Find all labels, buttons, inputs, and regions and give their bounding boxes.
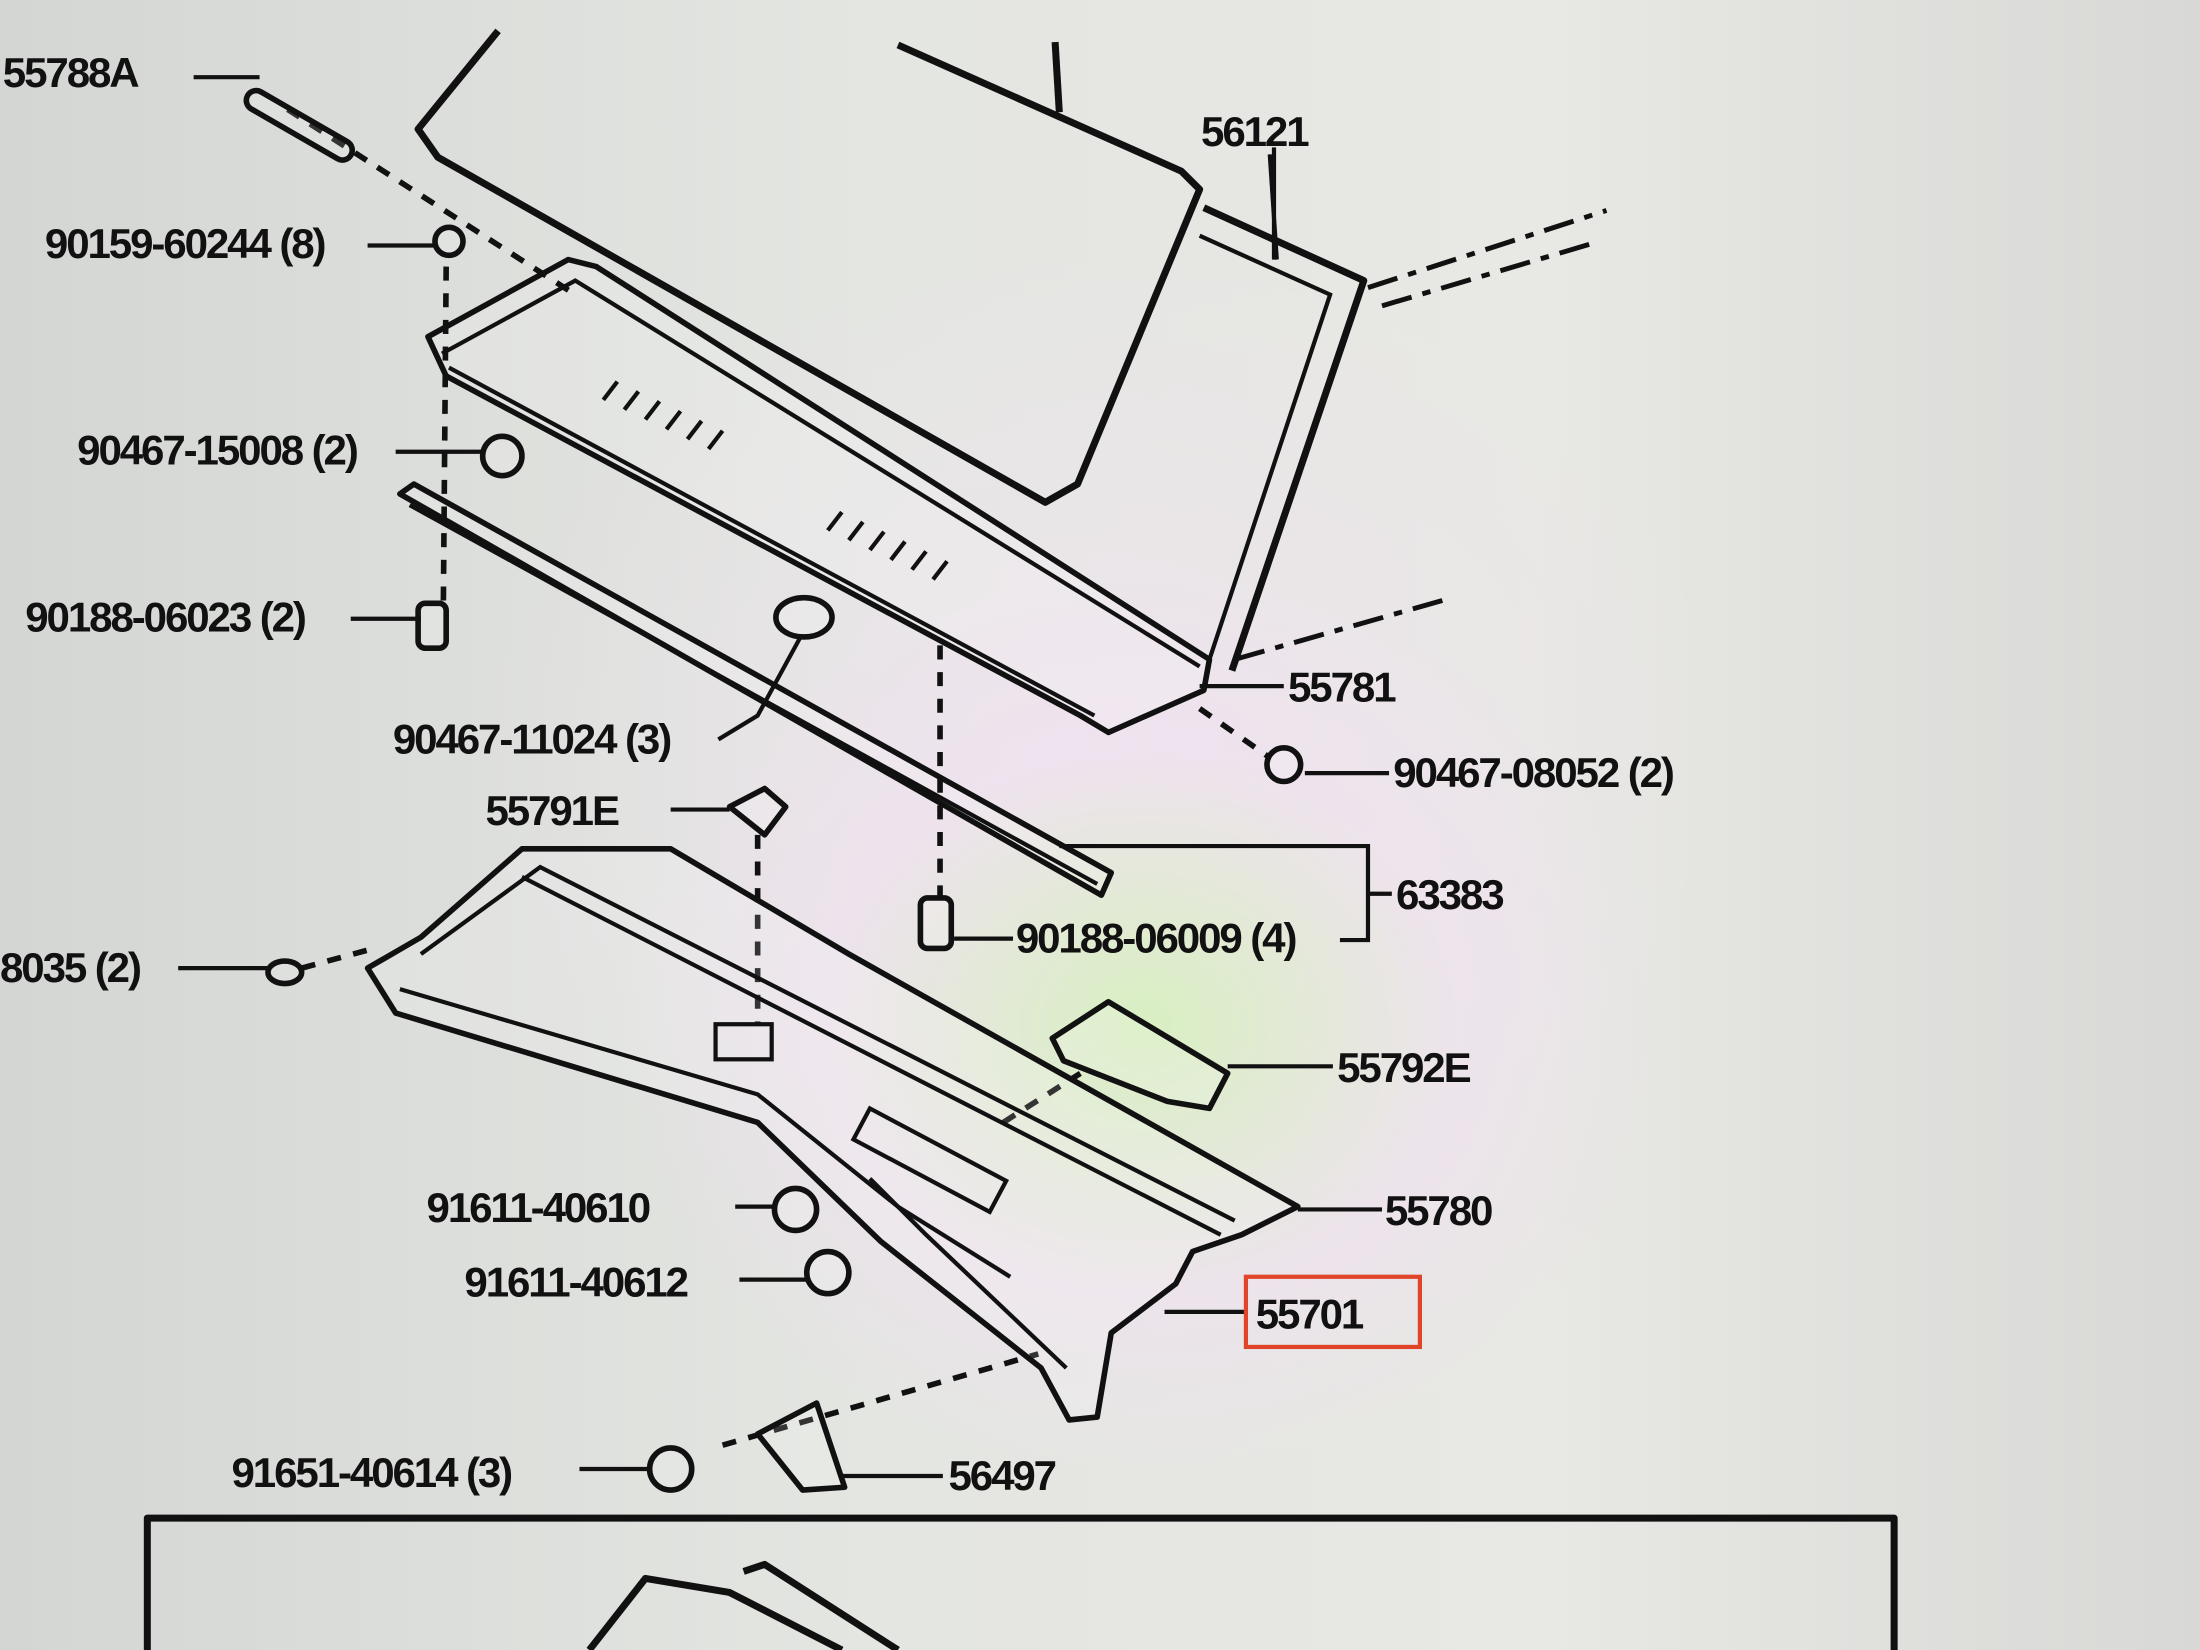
- leader-lines: [178, 75, 1392, 1479]
- grommet-icon: [415, 600, 449, 652]
- bracket-55791e: [726, 785, 789, 838]
- part-label-55780[interactable]: 55780: [1385, 1187, 1494, 1234]
- grommet-icon: [917, 895, 955, 952]
- clip-icon: [773, 594, 835, 640]
- clip-icon: [479, 433, 525, 479]
- bolt-icon: [803, 1248, 852, 1297]
- fastener-axis-line: [1198, 706, 1272, 760]
- part-label-56497[interactable]: 56497: [948, 1452, 1057, 1499]
- part-label-55701[interactable]: 55701: [1256, 1291, 1366, 1338]
- part-label-91651-40614[interactable]: 91651-40614 (3): [232, 1449, 514, 1496]
- part-label-55781[interactable]: 55781: [1288, 664, 1398, 711]
- part-label-90467-15008[interactable]: 90467-15008 (2): [77, 426, 359, 473]
- clip-icon: [1264, 745, 1304, 785]
- windshield-frame: [1198, 154, 1608, 672]
- part-label-90188-06023[interactable]: 90188-06023 (2): [25, 593, 307, 640]
- fastener-axis-line: [286, 107, 577, 298]
- fastener-axis-line: [440, 266, 449, 604]
- part-label-55788a[interactable]: 55788A: [3, 49, 142, 96]
- bolt-icon: [646, 1445, 695, 1493]
- bolt-icon: [771, 1185, 820, 1234]
- windshield-glass: [414, 28, 1204, 506]
- cowl-top-panel: [425, 256, 1213, 736]
- part-label-63383[interactable]: 63383: [1396, 871, 1505, 918]
- part-label-90159-60244[interactable]: 90159-60244 (8): [45, 220, 327, 267]
- screw-icon: [432, 224, 466, 259]
- part-label-8035[interactable]: 8035 (2): [0, 944, 142, 991]
- plug-icon: [265, 958, 305, 987]
- bracket-55792e: [1049, 998, 1231, 1112]
- part-label-90467-11024[interactable]: 90467-11024 (3): [393, 715, 672, 762]
- part-label-90188-06009[interactable]: 90188-06009 (4): [1016, 915, 1298, 962]
- part-label-91611-40612[interactable]: 91611-40612: [464, 1258, 689, 1305]
- part-label-90467-08052[interactable]: 90467-08052 (2): [1393, 749, 1675, 796]
- fastener-axis-line: [300, 944, 380, 971]
- brace-56497: [754, 1400, 848, 1493]
- part-label-56121[interactable]: 56121: [1201, 108, 1311, 155]
- fastener-axis-line: [721, 1351, 1040, 1448]
- highlight-box: [1243, 1274, 1423, 1350]
- part-label-55791e[interactable]: 55791E: [485, 787, 621, 834]
- part-label-91611-40610[interactable]: 91611-40610: [427, 1184, 652, 1231]
- inset-diagram-box: [143, 1514, 1898, 1650]
- cowl-lower-panel: [364, 846, 1301, 1423]
- weatherstrip: [397, 481, 1115, 898]
- clip-55788a: [243, 87, 356, 163]
- part-label-55792e[interactable]: 55792E: [1337, 1044, 1473, 1091]
